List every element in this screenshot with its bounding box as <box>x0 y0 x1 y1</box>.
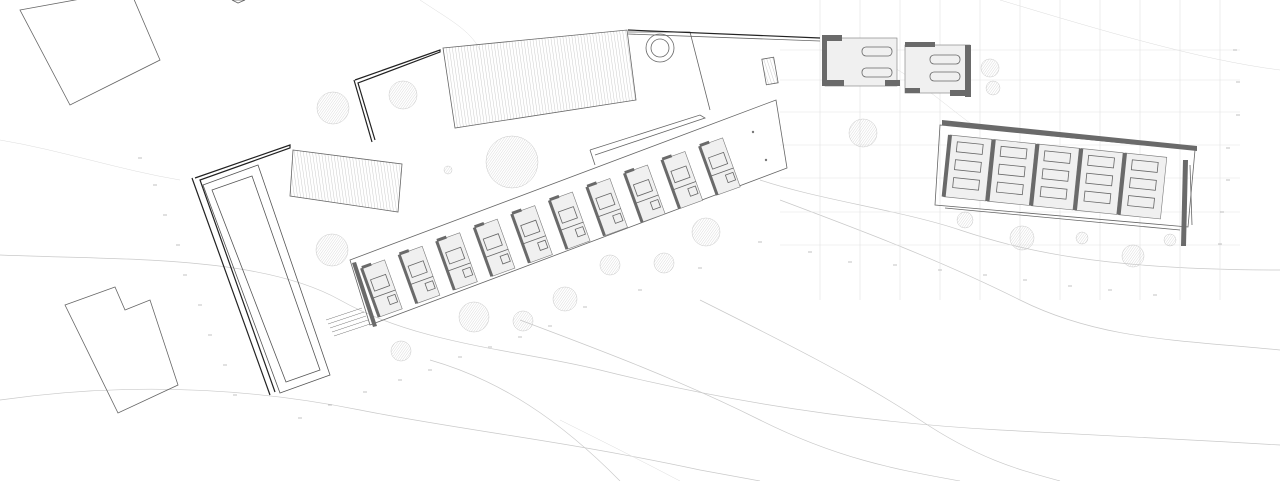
tree <box>1121 244 1145 268</box>
guest-unit <box>623 164 666 223</box>
guest-unit <box>698 137 741 196</box>
tree <box>388 80 418 110</box>
tree <box>390 340 412 362</box>
guest-unit <box>660 151 704 210</box>
east-unit <box>985 139 1036 206</box>
north-pavilion <box>822 35 971 97</box>
guest-unit <box>360 259 403 318</box>
tree <box>1009 225 1035 251</box>
guest-unit <box>397 245 441 304</box>
tree <box>653 252 675 274</box>
east-unit <box>1116 152 1168 220</box>
east-unit <box>1072 148 1124 215</box>
tree <box>512 310 534 332</box>
guest-unit <box>472 218 516 277</box>
tree <box>848 118 878 148</box>
east-building-units <box>941 134 1168 220</box>
tree <box>485 135 539 189</box>
east-unit <box>941 134 993 202</box>
pool <box>202 164 331 394</box>
tree <box>599 254 621 276</box>
trees <box>315 58 1177 362</box>
guest-unit <box>510 205 553 264</box>
tree <box>552 286 578 312</box>
main-building <box>325 99 788 337</box>
guest-unit <box>547 191 591 250</box>
guest-unit <box>435 232 478 291</box>
east-unit <box>1029 143 1080 211</box>
tree <box>691 217 721 247</box>
tree <box>980 58 1000 78</box>
neighbouring-buildings <box>19 0 246 414</box>
tree <box>985 80 1001 96</box>
site-walls <box>191 29 821 396</box>
survey-ticks <box>138 49 1240 419</box>
round-structure <box>645 33 675 63</box>
hatched-roofs <box>289 29 779 213</box>
tree <box>956 211 974 229</box>
tree <box>1075 231 1089 245</box>
tree <box>443 165 453 175</box>
tree <box>1163 233 1177 247</box>
tree <box>315 233 349 267</box>
main-building-units <box>360 137 741 318</box>
tree <box>458 301 490 333</box>
guest-unit <box>585 178 628 237</box>
east-building <box>934 120 1197 246</box>
tree <box>316 91 350 125</box>
